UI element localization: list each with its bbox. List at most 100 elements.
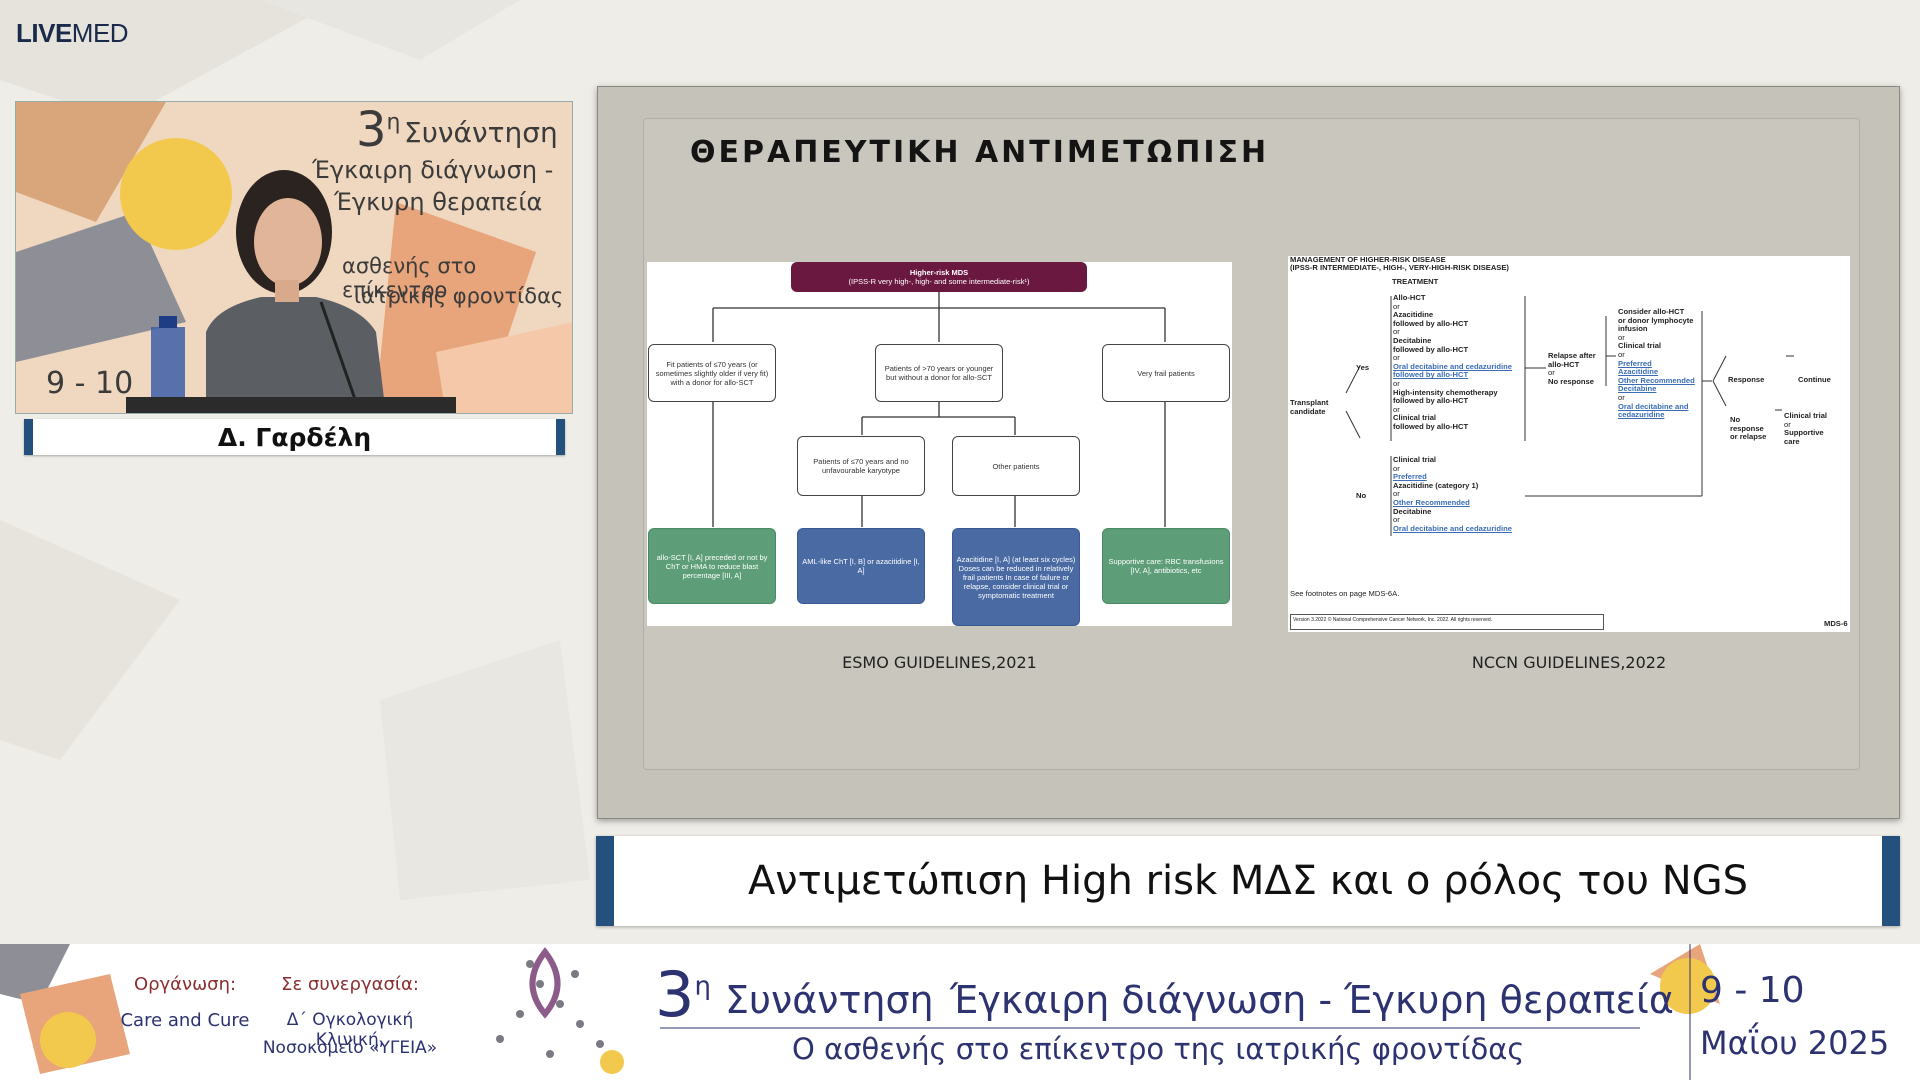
nccn-no-line: Decitabine: [1393, 506, 1432, 516]
esmo-supportive-box: Supportive care: RBC transfusions [IV, A…: [1102, 528, 1230, 604]
nccn-yes-line: or: [1393, 378, 1400, 388]
livemed-logo: LIVEMED: [16, 18, 129, 48]
nccn-yes-line: Oral decitabine and cedazuridine: [1393, 361, 1513, 371]
video-background: [16, 102, 572, 413]
nccn-yes-line: followed by allo-HCT: [1393, 318, 1469, 328]
esmo-allo-box: allo-SCT [I, A] preceded or not by ChT o…: [648, 528, 776, 604]
esmo-fit-box: Fit patients of ≤70 years (or sometimes …: [648, 344, 776, 402]
esmo-flowchart: Higher-risk MDS(IPSS-R very high-, high-…: [647, 262, 1232, 626]
nccn-flowchart: MANAGEMENT OF HIGHER-RISK DISEASE (IPSS-…: [1288, 255, 1850, 632]
footer-dates: 9 - 10: [1700, 970, 1805, 1011]
nccn-final-line: Clinical trial: [1784, 411, 1828, 420]
nccn-yes-line: Decitabine: [1393, 335, 1432, 345]
nccn-header2: (IPSS-R INTERMEDIATE-, HIGH-, VERY-HIGH-…: [1290, 263, 1509, 272]
nccn-final-line: or: [1784, 419, 1791, 429]
nccn-consider-line: or: [1618, 392, 1625, 402]
footer-decor: [0, 944, 1720, 1080]
nccn-yes-line: or: [1393, 327, 1400, 337]
nccn-consider-line: Preferred: [1618, 358, 1652, 368]
nccn-no-line: Azacitidine (category 1): [1393, 480, 1479, 490]
nccn-continue-label: Continue: [1798, 375, 1831, 384]
collab-label: Σε συνεργασία:: [281, 974, 419, 995]
nccn-yes-line: Azacitidine: [1393, 310, 1434, 320]
nccn-no-line: Oral decitabine and cedazuridine: [1393, 523, 1513, 533]
nccn-noresp-line: response: [1730, 423, 1764, 433]
nccn-yes-line: or: [1393, 353, 1400, 363]
footer-month: Μαΐου 2025: [1700, 1024, 1890, 1062]
nccn-relapse-line: Relapse after: [1548, 351, 1596, 360]
nccn-yes-line: or: [1393, 404, 1400, 414]
nccn-consider-line: infusion: [1618, 324, 1648, 334]
video-number: 3η: [356, 102, 401, 158]
speaker-nameplate: Δ. Γαρδέλη: [24, 419, 565, 455]
esmo-older-box: Patients of >70 years or younger but wit…: [875, 344, 1003, 402]
nccn-page-number: MDS-6: [1824, 619, 1848, 628]
nccn-yes-line: followed by allo-HCT: [1393, 370, 1469, 380]
esmo-other-box: Other patients: [952, 436, 1080, 496]
slide-title: ΘΕΡΑΠΕΥΤΙΚΗ ΑΝΤΙΜΕΤΩΠΙΣΗ: [690, 135, 1270, 170]
nccn-no-line: Preferred: [1393, 472, 1427, 482]
org-label: Οργάνωση:: [133, 974, 237, 995]
nccn-yes-line: followed by allo-HCT: [1393, 396, 1469, 406]
esmo-aza-box: Azacitidine [I, A] (at least six cycles)…: [952, 528, 1080, 626]
video-line2: Έγκαιρη διάγνωση -: [312, 156, 554, 184]
nccn-no-line: Clinical trial: [1393, 455, 1437, 464]
talk-title: Αντιμετώπιση High risk ΜΔΣ και ο ρόλος τ…: [747, 858, 1749, 904]
video-line3: Έγκυρη θεραπεία: [334, 188, 543, 216]
nccn-copyright-box: Version 3.2022 © National Comprehensive …: [1290, 614, 1604, 630]
nccn-final-line: care: [1784, 436, 1800, 446]
nccn-consider-line: or: [1618, 332, 1625, 342]
speaker-name: Δ. Γαρδέλη: [217, 422, 372, 452]
collab-value-1: Δ΄ Ογκολογική Κλινική,: [286, 1010, 414, 1050]
footer-theme1: Έγκαιρη διάγνωση - Έγκυρη θεραπεία: [950, 978, 1674, 1022]
collab-value-2: Νοσοκομείο «ΥΓΕΙΑ»: [262, 1038, 438, 1058]
nccn-consider-line: or: [1618, 349, 1625, 359]
footer-meeting: Συνάντηση: [725, 978, 934, 1022]
nccn-no-line: or: [1393, 489, 1400, 499]
nccn-treatment-label: TREATMENT: [1392, 277, 1439, 286]
nccn-consider-line: Clinical trial: [1618, 341, 1662, 351]
nccn-consider-line: cedazuridine: [1618, 410, 1665, 420]
org-value: Care and Cure: [120, 1010, 250, 1031]
nccn-consider-line: or donor lymphocyte: [1618, 315, 1694, 325]
nccn-relapse-line: No response: [1548, 376, 1594, 386]
presentation-slide: ΘΕΡΑΠΕΥΤΙΚΗ ΑΝΤΙΜΕΤΩΠΙΣΗ Higher-risk MDS…: [597, 86, 1900, 819]
nccn-caption: NCCN GUIDELINES,2022: [1471, 653, 1667, 672]
talk-title-banner: Αντιμετώπιση High risk ΜΔΣ και ο ρόλος τ…: [596, 836, 1900, 926]
nccn-yes-line: Clinical trial: [1393, 413, 1437, 423]
video-line5: ιατρικής φροντίδας: [354, 284, 564, 308]
nccn-response-label: Response: [1728, 375, 1765, 384]
nccn-no-line: or: [1393, 515, 1400, 525]
nccn-header1: MANAGEMENT OF HIGHER-RISK DISEASE: [1290, 255, 1446, 264]
nccn-yes-line: Allo-HCT: [1393, 293, 1426, 302]
nccn-consider-line: Azacitidine: [1618, 367, 1659, 377]
video-line4: ασθενής στο επίκεντρο: [342, 254, 477, 302]
nccn-transplant-label: Transplant candidate: [1290, 398, 1329, 416]
video-dates: 9 - 10: [46, 366, 134, 401]
nccn-yes-line: High-intensity chemotherapy: [1393, 387, 1498, 397]
footer-theme2: Ο ασθενής στο επίκεντρο της ιατρικής φρο…: [792, 1032, 1525, 1066]
nccn-consider-line: Oral decitabine and: [1618, 401, 1689, 411]
nccn-no-line: or: [1393, 463, 1400, 473]
nccn-final-line: Supportive: [1784, 428, 1824, 438]
conference-footer: Οργάνωση: Care and Cure Σε συνεργασία: Δ…: [0, 944, 1920, 1080]
nccn-consider-line: Other Recommended: [1618, 375, 1695, 385]
esmo-frail-box: Very frail patients: [1102, 344, 1230, 402]
speaker-video: 3η Συνάντηση Έγκαιρη διάγνωση - Έγκυρη θ…: [15, 101, 573, 414]
nccn-yes-label: Yes: [1356, 363, 1370, 372]
nccn-no-line: Other Recommended: [1393, 497, 1470, 507]
esmo-connectors: [712, 292, 1166, 527]
esmo-higher-risk-box: Higher-risk MDS(IPSS-R very high-, high-…: [791, 262, 1087, 292]
nccn-consider-line: Decitabine: [1618, 384, 1657, 394]
esmo-caption: ESMO GUIDELINES,2021: [842, 653, 1037, 672]
esmo-young-box: Patients of ≤70 years and no unfavourabl…: [797, 436, 925, 496]
nccn-yes-line: followed by allo-HCT: [1393, 344, 1469, 354]
nccn-yes-line: or: [1393, 301, 1400, 311]
footer-number: 3η: [655, 958, 711, 1031]
nccn-relapse-line: or: [1548, 368, 1555, 378]
